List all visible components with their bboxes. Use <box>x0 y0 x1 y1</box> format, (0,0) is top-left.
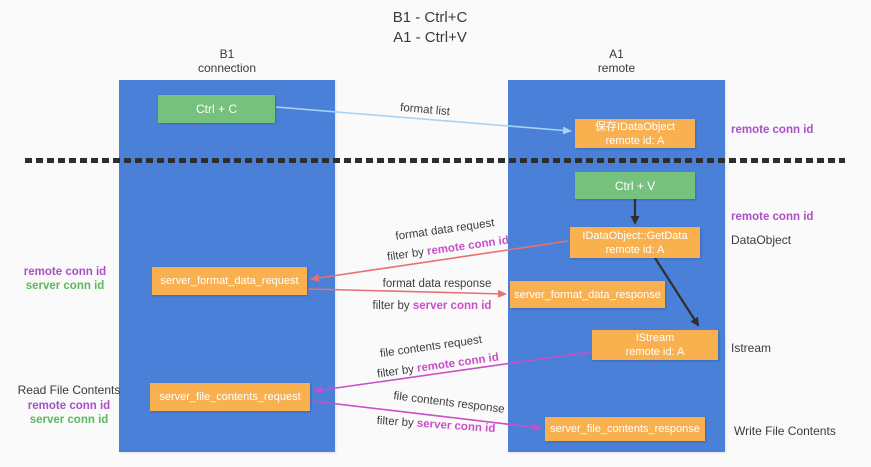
filter-by-text: filter by <box>372 300 410 312</box>
node-server-file-contents-response: server_file_contents_response <box>545 417 705 441</box>
istream-annotation-label: Istream <box>731 341 772 355</box>
title-line-2: A1 - Ctrl+V <box>393 29 467 46</box>
read-file-contents-label: Read File Contents <box>17 383 121 397</box>
istream-line1: IStream <box>635 332 675 344</box>
save-idataobject-line2: remote id: A <box>605 134 665 147</box>
title-line-1: B1 - Ctrl+C <box>392 9 468 26</box>
filter-by-text: filter by <box>376 414 415 430</box>
ctrl-v-label: Ctrl + V <box>614 178 656 193</box>
node-ctrl-v: Ctrl + V <box>575 172 695 199</box>
server-format-data-request-label: server_format_data_request <box>160 275 299 287</box>
right-remote-conn-id-1: remote conn id <box>731 124 814 136</box>
server-conn-id-text: server conn id <box>412 300 492 312</box>
left-remote-conn-id-2: remote conn id <box>27 400 111 412</box>
label-format-list: format list <box>399 101 451 119</box>
label-file-contents-response: file contents response <box>392 390 506 416</box>
server-file-contents-request-label: server_file_contents_request <box>159 391 301 403</box>
node-ctrl-c: Ctrl + C <box>158 95 275 123</box>
save-idataobject-line1: 保存IDataObject <box>594 120 676 133</box>
server-file-contents-response-label: server_file_contents_response <box>550 423 700 435</box>
left-conn-ids-format: remote conn id server conn id <box>15 265 115 293</box>
left-remote-conn-id-1: remote conn id <box>23 266 107 278</box>
filter-by-text: filter by <box>386 246 425 264</box>
left-file-contents-group: Read File Contents remote conn id server… <box>15 383 123 427</box>
left-server-conn-id-1: server conn id <box>25 280 105 292</box>
right-remote-conn-id-2: remote conn id <box>731 211 814 223</box>
lane-header-a1: A1 remote <box>508 47 725 75</box>
server-conn-id-text: server conn id <box>416 417 496 436</box>
ctrl-c-label: Ctrl + C <box>195 102 237 116</box>
node-istream: IStream remote id: A <box>592 330 718 360</box>
getdata-line1: IDataObject::GetData <box>582 229 688 242</box>
label-filter-by-server-1: filter by server conn id <box>373 300 492 312</box>
node-server-file-contents-request: server_file_contents_request <box>150 383 310 411</box>
getdata-line2: remote id: A <box>605 243 665 256</box>
lane-b1-subtitle: connection <box>197 61 257 75</box>
label-format-data-response: format data response <box>382 278 492 290</box>
phase-divider-dashed-line <box>25 158 845 163</box>
filter-by-text: filter by <box>376 363 415 381</box>
server-format-data-response-label: server_format_data_response <box>514 288 661 301</box>
node-save-idataobject: 保存IDataObject remote id: A <box>575 119 695 148</box>
lane-header-b1: B1 connection <box>119 47 335 75</box>
diagram-title: B1 - Ctrl+C A1 - Ctrl+V <box>0 8 860 48</box>
istream-line2: remote id: A <box>625 346 685 358</box>
node-idataobject-getdata: IDataObject::GetData remote id: A <box>570 227 700 258</box>
dataobject-label: DataObject <box>731 233 792 247</box>
lane-a1-subtitle: remote <box>597 61 636 75</box>
node-server-format-data-response: server_format_data_response <box>510 281 665 308</box>
left-server-conn-id-2: server conn id <box>29 414 109 426</box>
remote-conn-id-text: remote conn id <box>416 351 500 375</box>
remote-conn-id-text: remote conn id <box>426 234 510 258</box>
node-server-format-data-request: server_format_data_request <box>152 267 307 295</box>
label-filter-by-server-2: filter by server conn id <box>376 415 495 435</box>
lane-b1-title: B1 <box>219 47 235 61</box>
lane-a1-title: A1 <box>609 47 624 61</box>
write-file-contents-label: Write File Contents <box>734 424 836 438</box>
